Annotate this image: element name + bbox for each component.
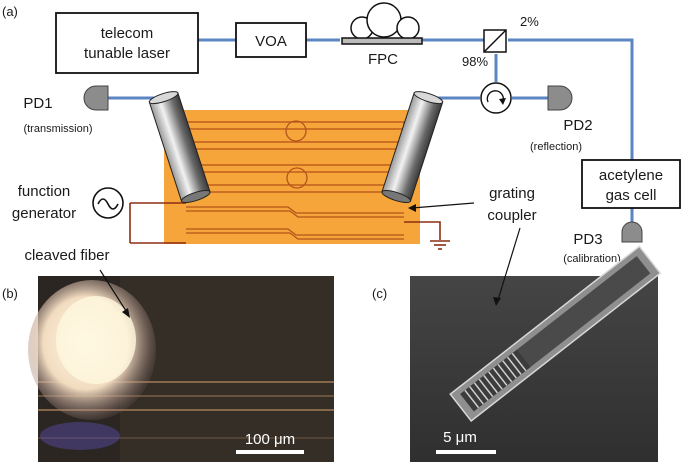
voa-label: VOA [255, 33, 287, 50]
pd1-detector [83, 85, 109, 111]
grating-label-line1: grating [489, 185, 535, 202]
gas-cell-line1: acetylene [599, 167, 663, 184]
gas-cell-line2: gas cell [606, 187, 657, 204]
function-label-line2: generator [12, 205, 76, 222]
cleaved-fiber-label: cleaved fiber [24, 247, 109, 264]
pd1-label: PD1 [23, 95, 52, 112]
function-generator-icon [92, 187, 124, 219]
laser-label-line2: tunable laser [84, 45, 170, 62]
voa-box [235, 22, 307, 58]
fiber-holder-left [148, 91, 211, 204]
fiber-path [108, 38, 634, 222]
scalebar-c-label: 5 μm [443, 429, 477, 446]
pd1-desc: (transmission) [23, 123, 92, 135]
panel-b-label: (b) [2, 286, 18, 301]
laser-label-line1: telecom [101, 25, 154, 42]
panel-c-label: (c) [372, 286, 387, 301]
fiber-holder-right [381, 91, 444, 204]
pd2-desc: (reflection) [530, 141, 582, 153]
beam-splitter [483, 29, 507, 53]
sem-image [410, 245, 662, 462]
split-2-label: 2% [520, 14, 539, 29]
circulator-icon [480, 82, 512, 114]
laser-box [55, 12, 199, 74]
fpc-label: FPC [368, 51, 398, 68]
grating-arrow [408, 202, 475, 212]
gas-cell-box [581, 159, 681, 209]
pd2-detector [547, 85, 573, 111]
grating-coupler-arrow [493, 227, 521, 306]
ground-icon [430, 240, 450, 250]
pd3-detector [621, 221, 643, 243]
fpc-paddles [341, 2, 423, 45]
electrical-wires [129, 202, 441, 244]
split-98-label: 98% [462, 54, 488, 69]
pd3-desc: (calibration) [563, 253, 620, 265]
microscope-image [28, 276, 334, 462]
function-label-line1: function [18, 183, 71, 200]
pd3-label: PD3 [573, 231, 602, 248]
panel-a-label: (a) [2, 4, 18, 19]
grating-label-line2: coupler [487, 207, 536, 224]
photonic-chip [164, 110, 420, 244]
cleaved-fiber-arrow [99, 269, 130, 318]
pd2-label: PD2 [563, 117, 592, 134]
scalebar-b-label: 100 μm [245, 431, 295, 448]
